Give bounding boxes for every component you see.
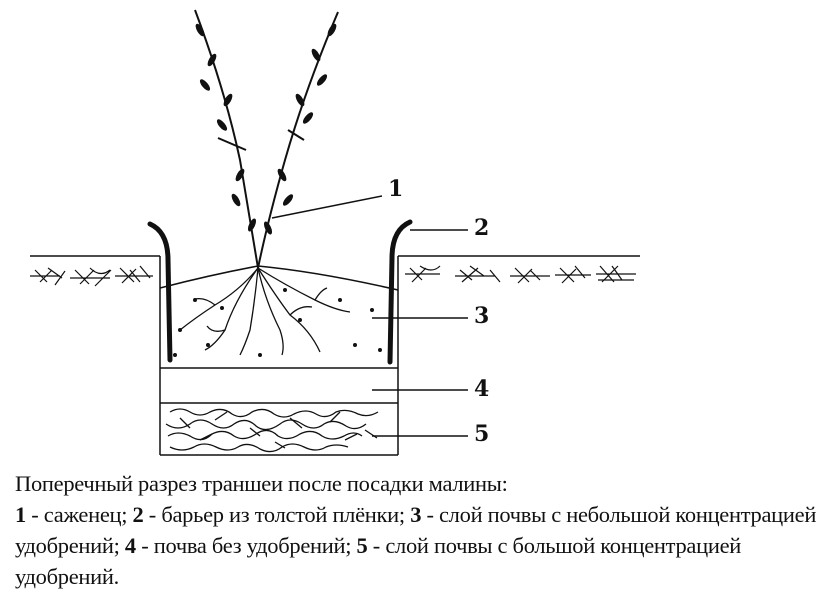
caption-num-4: 4 [124,533,136,558]
trench-cross-section-diagram [30,9,640,456]
soil-hatching [30,265,636,287]
seedling [194,9,339,269]
caption-text-3: - слой почвы с небольшой концентрацией у… [15,502,817,558]
label-1: 1 [388,176,404,202]
caption-text-2: - барьер из толстой плёнки; [143,502,411,527]
leaves [195,23,337,235]
barrier-right [387,219,413,365]
leader-lines [271,195,468,437]
caption-num-3: 3 [410,502,422,527]
roots [179,267,351,356]
label-5: 5 [474,421,490,447]
caption-text-4: - почва без удобрений; [135,533,357,558]
caption-num-5: 5 [356,533,368,558]
caption-text-5: - слой почвы с большой концентрацией удо… [15,533,741,589]
caption-num-2: 2 [132,502,144,527]
caption-title: Поперечный разрез траншеи после посадки … [15,471,508,496]
caption: Поперечный разрез траншеи после посадки … [15,468,835,592]
caption-num-1: 1 [15,502,26,527]
caption-text-1: - саженец; [25,502,133,527]
fertilizer-layer-texture [165,408,379,453]
label-2: 2 [474,215,490,241]
label-3: 3 [474,303,490,329]
soil-surface [159,265,399,291]
barrier-left [147,221,173,363]
label-4: 4 [474,376,490,402]
